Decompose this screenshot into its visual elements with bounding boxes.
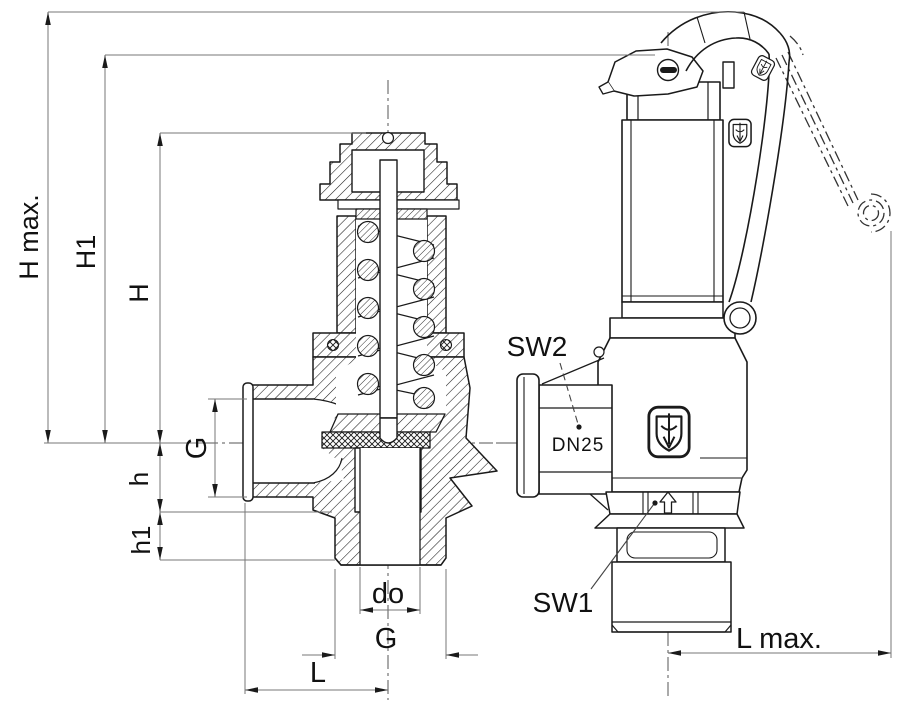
dim-label-l: L: [310, 657, 326, 689]
dim-label-h1: H1: [71, 235, 101, 270]
lever-cam: [607, 48, 704, 97]
valve-stem: [379, 159, 398, 419]
body-flange: [609, 317, 736, 339]
dimension-lines: [44, 11, 892, 694]
dim-label-h: H: [124, 283, 154, 303]
dim-label-h1-small: h1: [126, 526, 156, 555]
right-valve-external-view: [516, 10, 891, 633]
outlet-opening: [251, 399, 313, 483]
outlet-port-face: [516, 373, 540, 498]
port-lug: [593, 346, 605, 358]
dim-label-h-max: H max.: [14, 194, 44, 280]
brand-shield-lever: [728, 118, 752, 148]
brand-shield-body: [647, 405, 691, 459]
o-ring-right: [439, 338, 453, 352]
inlet-hex-nut: [605, 491, 741, 515]
inlet-flare: [594, 513, 745, 529]
sw1-leader: [590, 503, 655, 590]
cap-seal-screw: [381, 131, 395, 145]
dimension-arrows: [45, 12, 891, 693]
marking-dn25: DN25: [552, 435, 605, 456]
dim-label-l-max: L max.: [736, 623, 822, 655]
body-chamber: [313, 399, 352, 483]
outlet-port-block: [538, 384, 613, 495]
inlet-bore: [360, 448, 420, 565]
left-valve-cross-section: [242, 131, 498, 566]
callout-sw1: SW1: [533, 587, 594, 618]
dim-label-g-outlet: G: [181, 437, 213, 460]
outlet-face: [242, 382, 254, 502]
stem-tip: [379, 417, 398, 444]
callout-leaders: [559, 362, 658, 590]
o-ring-left: [326, 338, 340, 352]
inlet-lower-drum: [611, 561, 732, 633]
bonnet-neck: [621, 301, 724, 319]
bonnet-wall-left: [336, 215, 357, 334]
dim-label-h-small: h: [124, 472, 154, 486]
brand-shield-elbow: [749, 53, 777, 83]
flow-direction-arrow: [659, 491, 677, 514]
lever-raised-phantom: [775, 35, 891, 233]
bonnet-wall-right: [426, 215, 447, 334]
callout-sw2: SW2: [507, 331, 568, 362]
bonnet-cylinder: [621, 119, 724, 303]
dim-label-g-inlet: G: [375, 623, 398, 655]
dim-label-do: do: [372, 578, 404, 610]
lever-stop-bracket: [722, 61, 735, 89]
seat-seal: [321, 431, 431, 449]
spring-plate-upper: [337, 199, 460, 210]
